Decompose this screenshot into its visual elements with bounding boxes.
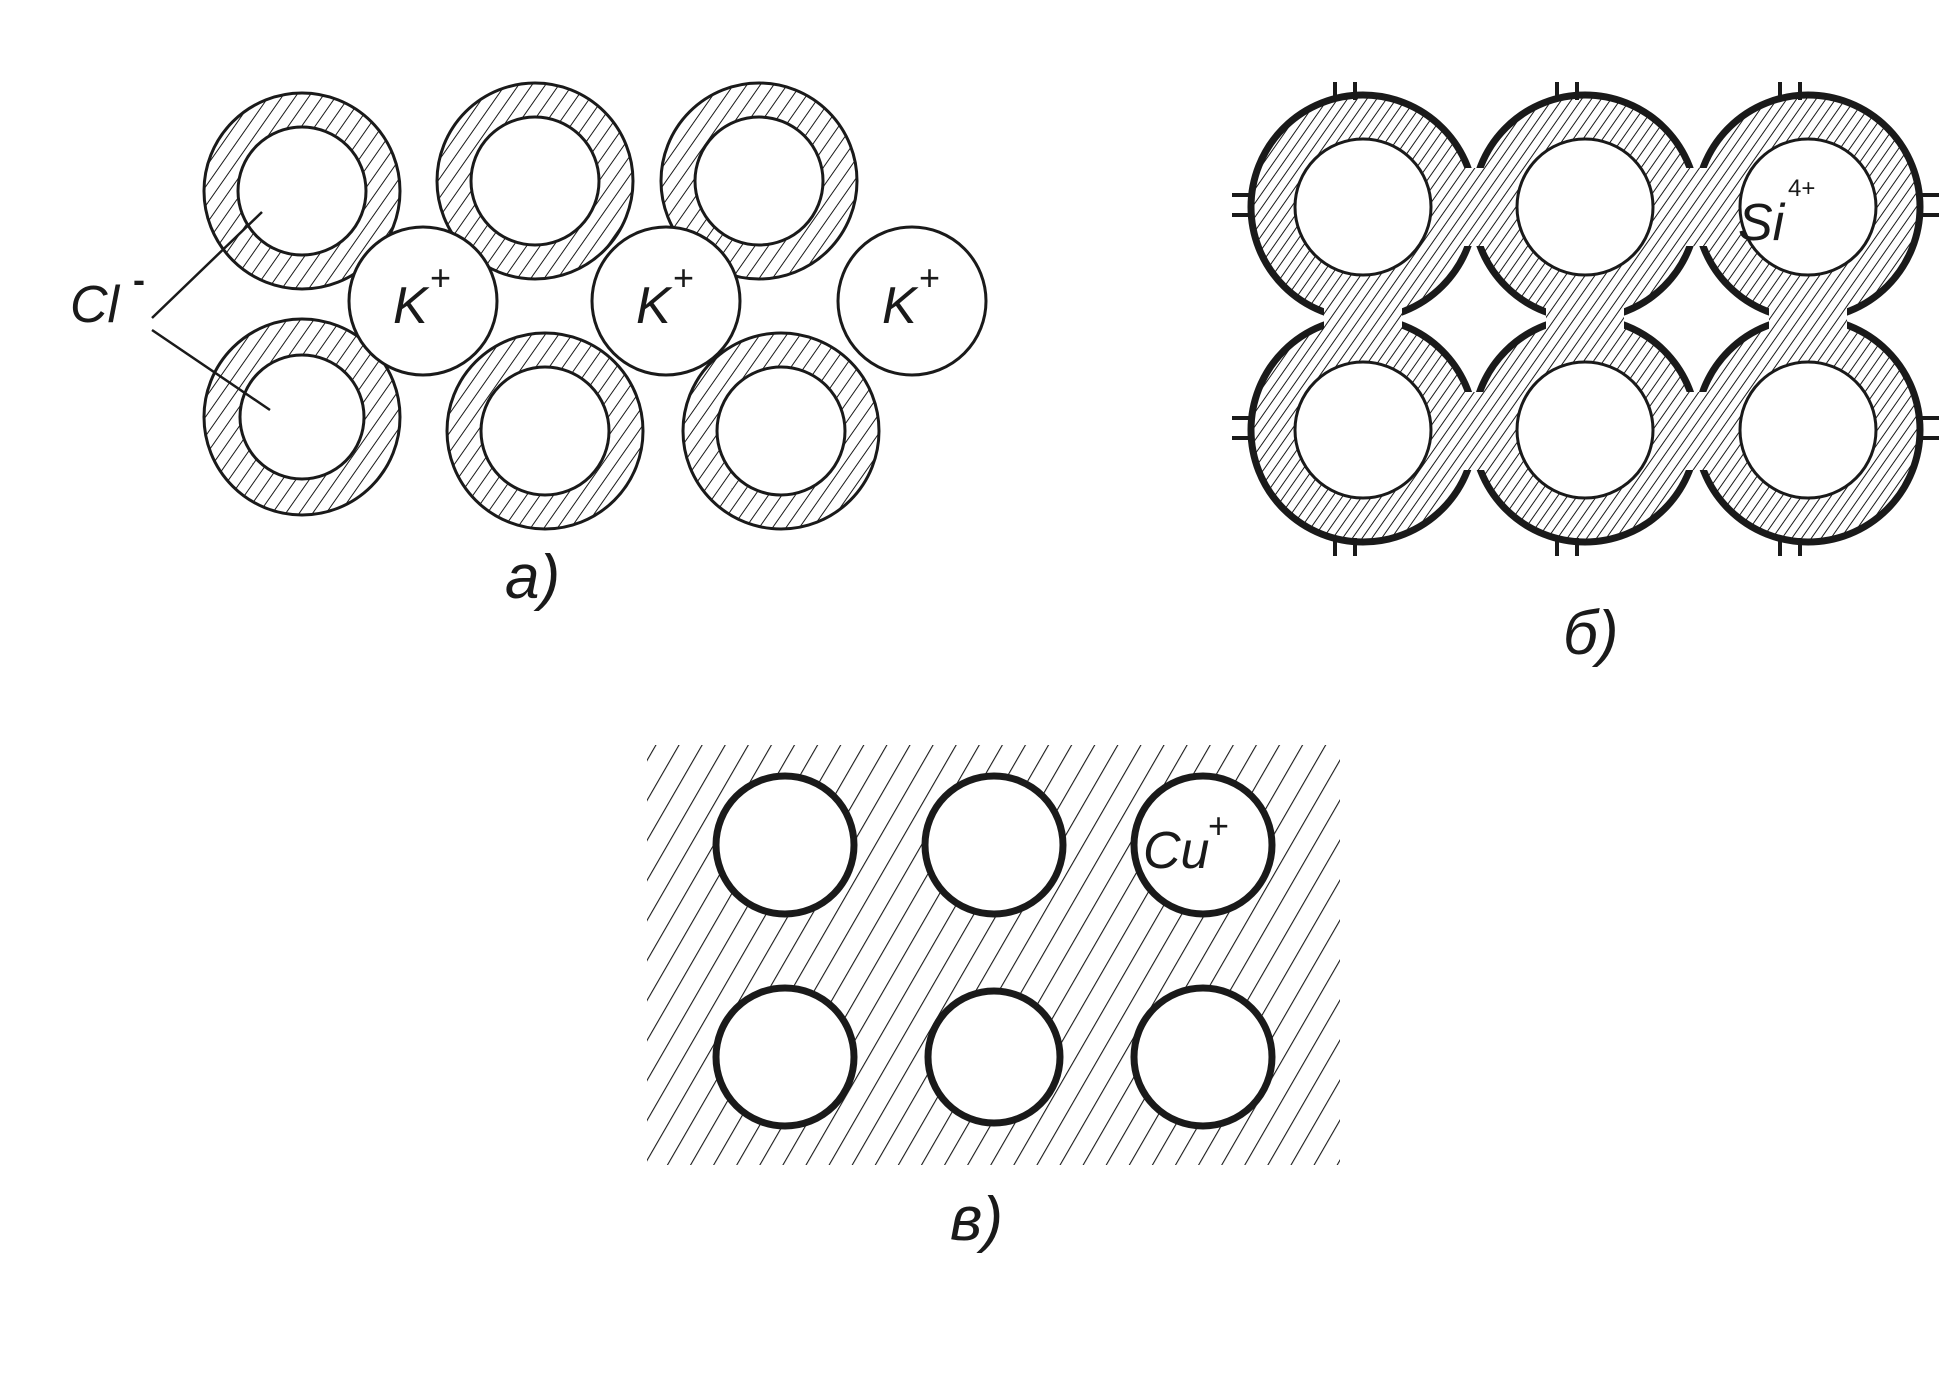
panel-a-caption: а) xyxy=(505,543,560,612)
si-atom-core xyxy=(1293,360,1433,500)
svg-text:Si: Si xyxy=(1738,194,1786,252)
si-atom-core xyxy=(1515,137,1655,277)
cl-label: Cl - xyxy=(70,211,271,412)
svg-text:+: + xyxy=(430,257,451,298)
svg-text:K: K xyxy=(393,277,430,335)
panel-b-covalent: Si 4+ б) xyxy=(1232,82,1939,668)
panel-b-caption: б) xyxy=(1563,599,1619,668)
cl-ion xyxy=(202,91,402,291)
si-ion: Si 4+ xyxy=(1738,137,1878,277)
svg-text:-: - xyxy=(133,259,145,300)
si-atom-core xyxy=(1293,137,1433,277)
cu-ion xyxy=(924,987,1064,1127)
cu-ion-labeled: Cu + xyxy=(1130,772,1276,918)
svg-text:+: + xyxy=(673,257,694,298)
cl-ion xyxy=(659,81,859,281)
k-ion: K + xyxy=(347,225,499,377)
svg-text:Cl: Cl xyxy=(70,276,121,334)
k-ion: K + xyxy=(836,225,988,377)
cl-ion xyxy=(202,317,402,517)
svg-text:4+: 4+ xyxy=(1788,175,1815,202)
cu-ion xyxy=(1130,984,1276,1130)
svg-text:+: + xyxy=(1208,805,1229,846)
cu-ion xyxy=(712,984,858,1130)
svg-text:+: + xyxy=(919,257,940,298)
svg-text:Cu: Cu xyxy=(1143,822,1209,880)
k-ion: K + xyxy=(590,225,742,377)
svg-text:K: K xyxy=(636,277,673,335)
cl-ion xyxy=(445,331,645,531)
si-atom-core xyxy=(1515,360,1655,500)
cu-ion xyxy=(712,772,858,918)
bond-stubs xyxy=(1232,82,1939,556)
svg-text:K: K xyxy=(882,277,919,335)
cl-ion xyxy=(681,331,881,531)
panel-c-metallic: Cu + в) xyxy=(647,745,1340,1254)
panel-a-ionic: K + K + K + Cl - а) xyxy=(70,81,988,612)
si-atom-core xyxy=(1738,360,1878,500)
panel-c-caption: в) xyxy=(950,1185,1003,1254)
cu-ion xyxy=(921,772,1067,918)
cl-ion xyxy=(435,81,635,281)
